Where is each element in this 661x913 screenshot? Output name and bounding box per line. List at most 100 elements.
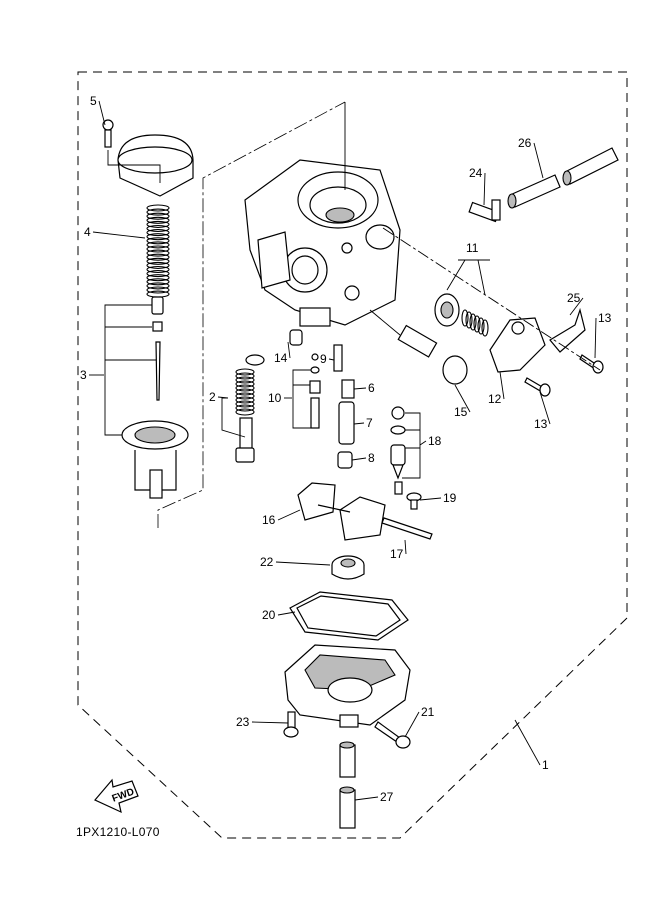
callout-13: 13 (594, 311, 612, 359)
callout-number: 2 (209, 390, 216, 404)
leader-line (569, 297, 584, 316)
callout-number: 13 (598, 311, 612, 325)
callout-19: 19 (419, 491, 457, 505)
callout-number: 23 (236, 715, 250, 729)
callout-number: 14 (274, 351, 288, 365)
starter-plunger-part-15 (369, 309, 468, 385)
leader-line (454, 384, 471, 413)
callout-number: 6 (368, 381, 375, 395)
leader-line (533, 142, 544, 179)
callout-10: 10 (268, 391, 292, 405)
float-pin-part-17 (381, 517, 433, 540)
callout-21: 21 (404, 705, 435, 738)
screw-part-13b (524, 377, 551, 397)
callout-number: 13 (534, 417, 548, 431)
callout-27: 27 (354, 790, 394, 804)
needle-part-3 (104, 296, 164, 436)
callout-number: 5 (90, 94, 97, 108)
callout-4: 4 (84, 225, 146, 239)
screw-part-5 (102, 119, 114, 148)
callout-number: 24 (469, 166, 483, 180)
callout-13: 13 (534, 391, 551, 431)
callout-number: 4 (84, 225, 91, 239)
callout-6: 6 (353, 381, 375, 395)
callout-1: 1 (514, 719, 549, 772)
float-part-16 (297, 482, 386, 541)
callout-number: 19 (443, 491, 457, 505)
callout-15: 15 (454, 384, 471, 419)
plug-part-8 (337, 451, 353, 469)
diaphragm-part-11 (434, 259, 490, 337)
callout-8: 8 (351, 451, 375, 465)
leader-line (404, 539, 407, 555)
callout-number: 11 (466, 241, 479, 255)
leader-line (287, 341, 291, 359)
callout-number: 7 (366, 416, 373, 430)
callout-9: 9 (320, 352, 335, 366)
assembly-boundary (77, 71, 628, 839)
leader-line (277, 509, 301, 521)
jet-part-9 (333, 344, 343, 372)
needle-jet-part-10 (292, 353, 321, 429)
callout-number: 17 (390, 547, 404, 561)
leader-line (353, 422, 365, 425)
guide-line (157, 101, 346, 528)
callout-number: 3 (80, 368, 87, 382)
callout-22: 22 (260, 555, 331, 569)
leader-line (419, 497, 442, 501)
callout-12: 12 (488, 371, 505, 406)
top-cap-part (107, 134, 194, 197)
callout-number: 22 (260, 555, 274, 569)
callout-number: 15 (454, 405, 468, 419)
needle-jet-part-7 (338, 401, 355, 445)
bracket-part-25 (549, 307, 586, 353)
leader-line (419, 440, 427, 446)
callout-number: 21 (421, 705, 435, 719)
callout-17: 17 (390, 539, 407, 561)
callout-5: 5 (90, 94, 106, 126)
callout-26: 26 (518, 136, 544, 179)
main-jet-part-6 (341, 379, 355, 399)
callout-number: 18 (428, 434, 442, 448)
callout-number: 9 (320, 352, 327, 366)
pilot-screw-part-2 (221, 354, 265, 463)
callout-number: 12 (488, 392, 502, 406)
leader-line (539, 391, 551, 425)
leader-line (92, 231, 146, 239)
callout-3: 3 (80, 368, 104, 382)
leader-line (354, 796, 379, 801)
leader-line (514, 719, 541, 766)
callout-number: 10 (268, 391, 282, 405)
drawing-code: 1PX1210-L070 (76, 825, 160, 839)
leader-line (328, 358, 335, 361)
callout-number: 16 (262, 513, 276, 527)
leader-line (351, 457, 367, 461)
float-bowl-part (284, 644, 411, 728)
callout-number: 8 (368, 451, 375, 465)
screw-part-23 (283, 711, 299, 738)
leader-line (275, 561, 331, 566)
fwd-arrow-icon: FWD (94, 778, 139, 814)
spring-part-4 (146, 204, 170, 298)
callout-14: 14 (274, 341, 291, 365)
piston-valve-part (121, 420, 189, 499)
jet-holder-part-14 (289, 329, 303, 346)
leader-line (483, 172, 486, 206)
screw-part-19 (406, 492, 422, 510)
callout-11: 11 (466, 241, 479, 255)
leader-line (277, 611, 296, 616)
leader-line (594, 317, 597, 359)
drain-screw-part-21 (374, 721, 411, 749)
callout-number: 1 (542, 758, 549, 772)
callout-number: 26 (518, 136, 532, 150)
callout-25: 25 (567, 291, 584, 316)
callout-number: 27 (380, 790, 394, 804)
callout-23: 23 (236, 715, 289, 729)
leader-line (499, 371, 505, 400)
collar-part-22 (331, 555, 365, 580)
hose-part-26 (507, 147, 619, 209)
callout-7: 7 (353, 416, 373, 430)
fitting-part-24 (468, 199, 501, 223)
